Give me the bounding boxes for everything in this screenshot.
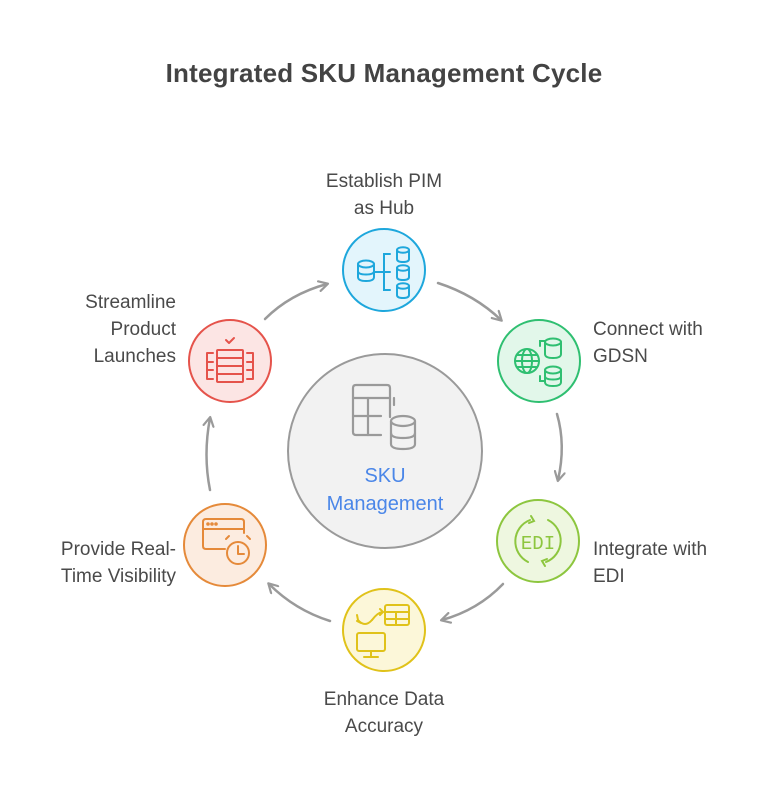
step-label-line: as Hub <box>353 198 415 219</box>
monitor-table-sync-icon <box>356 604 410 658</box>
arrow-2-to-3 <box>557 412 562 480</box>
database-hierarchy-icon <box>357 246 410 300</box>
step-label-connect-gdsn: Connect with GDSN <box>593 316 763 370</box>
step-label-streamline-launches: Streamline Product Launches <box>0 289 176 370</box>
center-label: SKU Management <box>286 462 484 518</box>
step-node-enhance-accuracy <box>342 588 426 672</box>
step-label-establish-pim: Establish PIM as Hub <box>284 168 484 222</box>
center-label-line2: Management <box>326 493 444 515</box>
step-label-line: Provide Real- <box>60 539 176 560</box>
arrow-3-to-4 <box>442 582 505 620</box>
edi-text: EDI <box>521 533 555 555</box>
step-label-integrate-edi: Integrate with EDI <box>593 536 763 590</box>
center-circle <box>287 353 483 549</box>
edi-sync-icon: EDI <box>514 515 562 567</box>
browser-clock-icon <box>202 518 251 565</box>
step-label-line: GDSN <box>593 346 648 367</box>
step-label-enhance-accuracy: Enhance Data Accuracy <box>284 686 484 740</box>
step-node-connect-gdsn <box>497 319 581 403</box>
globe-database-icon <box>514 337 562 388</box>
step-label-line: Launches <box>93 346 176 367</box>
step-label-line: Integrate with <box>593 539 708 560</box>
arrow-5-to-6 <box>207 418 211 492</box>
step-label-line: Time Visibility <box>60 566 176 587</box>
arrow-1-to-2 <box>436 281 501 320</box>
step-node-establish-pim <box>342 228 426 312</box>
step-label-line: Accuracy <box>344 716 424 737</box>
step-label-real-time-visibility: Provide Real- Time Visibility <box>0 536 176 590</box>
step-node-real-time-visibility <box>183 503 267 587</box>
center-label-line1: SKU <box>364 465 406 487</box>
step-label-line: Enhance Data <box>323 689 445 710</box>
cycle-arrows <box>207 283 562 621</box>
step-node-integrate-edi: EDI <box>496 499 580 583</box>
step-label-line: Establish PIM <box>325 171 443 192</box>
diagram-title: Integrated SKU Management Cycle <box>165 58 603 88</box>
server-check-icon <box>206 337 254 383</box>
step-node-streamline-launches <box>188 319 272 403</box>
arrow-4-to-5 <box>269 584 332 623</box>
step-label-line: Connect with <box>593 319 703 340</box>
step-label-line: Streamline <box>85 292 176 313</box>
step-label-line: Product <box>110 319 176 340</box>
step-label-line: EDI <box>593 566 625 587</box>
arrow-6-to-1 <box>263 284 327 321</box>
center-node <box>287 353 483 549</box>
table-database-icon <box>351 383 417 451</box>
